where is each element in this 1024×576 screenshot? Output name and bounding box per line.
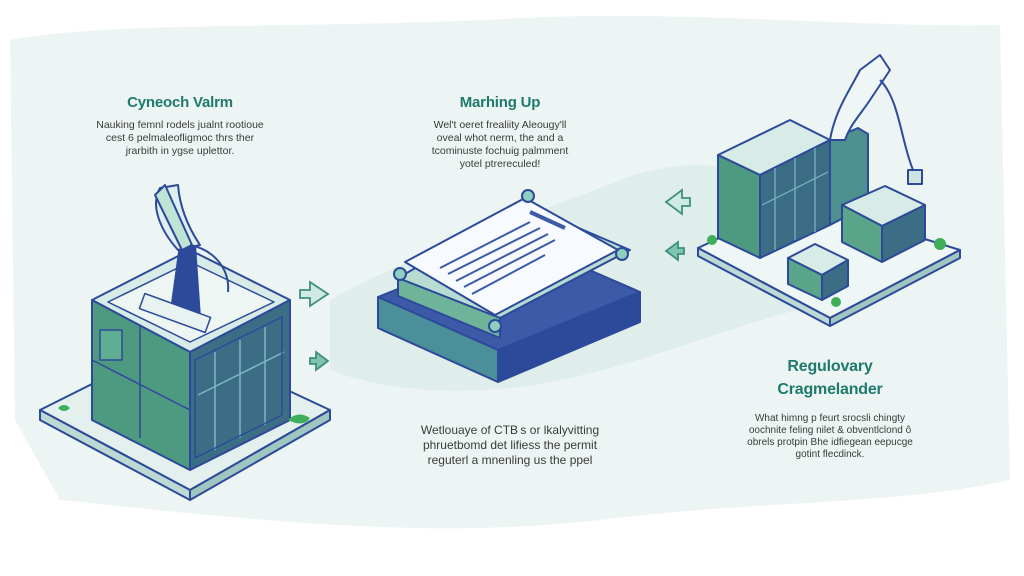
step-4-body: What himng p feurt srocsli chingty oochn… <box>720 413 940 461</box>
step-4-line: obrels protpin Bhe idfiegean eepucge <box>747 437 913 448</box>
step-2-line: tcominuste fochuig palmment <box>431 145 569 157</box>
step-4-line: gotint flecdinck. <box>795 449 865 460</box>
step-2-body: Wel't oeret frealiity Aleougy'll oveal w… <box>390 119 610 171</box>
step-4: Regulovary Cragmelander What himng p feu… <box>720 355 940 461</box>
step-3-line: reguterl a mnenling us the ppel <box>427 453 593 467</box>
step-1: Cyneoch Valrm Nauking femnl rodels jualn… <box>60 93 300 158</box>
building-robot-arm-icon <box>39 184 331 501</box>
step-3-line: Wetlouaye of CTB s or lkalyvitting <box>420 423 600 437</box>
arrow-right-icon <box>299 280 330 372</box>
step-4-title: Regulovary Cragmelander <box>720 355 940 401</box>
step-1-title: Cyneoch Valrm <box>127 94 233 111</box>
step-4-line: oochnite feling nilet & obventlclond ô <box>748 425 912 436</box>
city-buildings-icon <box>697 54 961 327</box>
step-2: Marhing Up Wel't oeret frealiity Aleougy… <box>390 93 610 171</box>
step-4-title-line: Regulovary <box>787 358 873 375</box>
step-2-line: Wel't oeret frealiity Aleougy'll <box>433 119 567 131</box>
step-2-line: oveal whot nerm, the and a <box>436 132 564 144</box>
arrow-left-icon <box>664 188 691 262</box>
step-1-line: jrarbith in ygse uplettor. <box>125 145 235 157</box>
step-3-line: phruetbomd det lifiess the permit <box>422 438 598 452</box>
step-1-body: Nauking femnl rodels jualnt rootioue ces… <box>60 119 300 158</box>
step-4-title-line: Cragmelander <box>777 381 883 398</box>
step-1-line: cest 6 pelmaleofligmoc thrs ther <box>105 132 255 144</box>
step-4-line: What himng p feurt srocsli chingty <box>754 413 906 424</box>
step-3: Wetlouaye of CTB s or lkalyvitting phrue… <box>390 417 630 468</box>
step-2-title: Marhing Up <box>459 94 541 111</box>
step-2-line: yotel ptrereculed! <box>459 158 541 170</box>
step-1-line: Nauking femnl rodels jualnt rootioue <box>96 119 264 131</box>
step-3-body: Wetlouaye of CTB s or lkalyvitting phrue… <box>390 423 630 468</box>
document-stack-icon <box>377 189 641 383</box>
